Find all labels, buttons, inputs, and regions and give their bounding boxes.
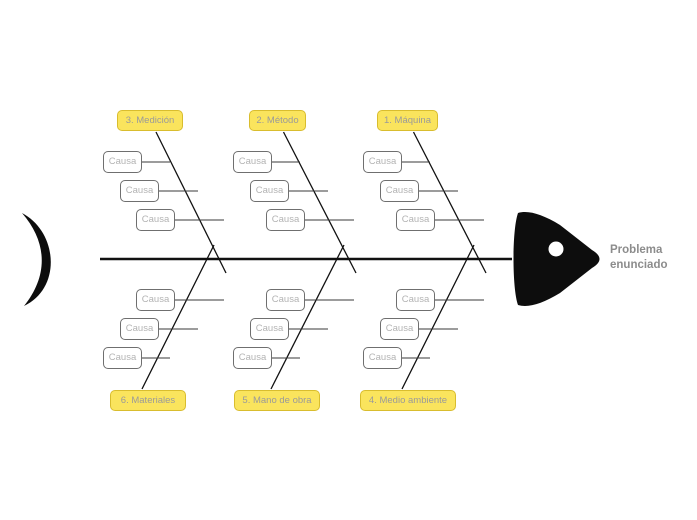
category-label: 3. Medición bbox=[125, 114, 175, 126]
bone-lines bbox=[141, 131, 487, 390]
category-label: 6. Materiales bbox=[120, 394, 176, 406]
cause-label: Causa bbox=[401, 294, 430, 306]
cause-box[interactable]: Causa bbox=[136, 209, 175, 231]
cause-box[interactable]: Causa bbox=[250, 318, 289, 340]
cause-label: Causa bbox=[401, 214, 430, 226]
cause-label: Causa bbox=[368, 352, 397, 364]
cause-label: Causa bbox=[238, 156, 267, 168]
rib-line bbox=[412, 131, 487, 274]
cause-label: Causa bbox=[385, 185, 414, 197]
category-label: 1. Máquina bbox=[384, 114, 432, 126]
cause-box[interactable]: Causa bbox=[103, 347, 142, 369]
category-box[interactable]: 1. Máquina bbox=[377, 110, 438, 131]
fish-eye-icon bbox=[548, 241, 564, 257]
cause-label: Causa bbox=[271, 294, 300, 306]
cause-box[interactable]: Causa bbox=[380, 180, 419, 202]
cause-label: Causa bbox=[271, 214, 300, 226]
cause-box[interactable]: Causa bbox=[120, 180, 159, 202]
rib-line bbox=[155, 131, 227, 274]
cause-box[interactable]: Causa bbox=[396, 209, 435, 231]
category-box[interactable]: 3. Medición bbox=[117, 110, 183, 131]
cause-box[interactable]: Causa bbox=[363, 347, 402, 369]
fish-tail-shape bbox=[22, 213, 51, 306]
cause-box[interactable]: Causa bbox=[396, 289, 435, 311]
cause-label: Causa bbox=[368, 156, 397, 168]
cause-label: Causa bbox=[255, 185, 284, 197]
category-label: 4. Medio ambiente bbox=[368, 394, 448, 406]
rib-line bbox=[282, 131, 357, 274]
fish-head-shape bbox=[513, 212, 600, 306]
cause-label: Causa bbox=[108, 352, 137, 364]
cause-label: Causa bbox=[108, 156, 137, 168]
cause-box[interactable]: Causa bbox=[380, 318, 419, 340]
cause-label: Causa bbox=[238, 352, 267, 364]
rib-line bbox=[270, 244, 345, 390]
cause-label: Causa bbox=[255, 323, 284, 335]
category-box[interactable]: 2. Método bbox=[249, 110, 306, 131]
category-box[interactable]: 5. Mano de obra bbox=[234, 390, 320, 411]
cause-box[interactable]: Causa bbox=[233, 151, 272, 173]
category-label: 5. Mano de obra bbox=[242, 394, 312, 406]
category-box[interactable]: 4. Medio ambiente bbox=[360, 390, 456, 411]
category-box[interactable]: 6. Materiales bbox=[110, 390, 186, 411]
cause-label: Causa bbox=[125, 323, 154, 335]
cause-label: Causa bbox=[125, 185, 154, 197]
cause-box[interactable]: Causa bbox=[233, 347, 272, 369]
cause-box[interactable]: Causa bbox=[136, 289, 175, 311]
cause-box[interactable]: Causa bbox=[250, 180, 289, 202]
cause-label: Causa bbox=[141, 294, 170, 306]
cause-box[interactable]: Causa bbox=[363, 151, 402, 173]
cause-box[interactable]: Causa bbox=[120, 318, 159, 340]
cause-box[interactable]: Causa bbox=[103, 151, 142, 173]
problem-statement-label: Problema enunciado bbox=[610, 244, 668, 271]
cause-box[interactable]: Causa bbox=[266, 209, 305, 231]
rib-line bbox=[141, 244, 215, 390]
cause-label: Causa bbox=[141, 214, 170, 226]
rib-line bbox=[401, 244, 475, 390]
cause-label: Causa bbox=[385, 323, 414, 335]
cause-box[interactable]: Causa bbox=[266, 289, 305, 311]
category-label: 2. Método bbox=[256, 114, 299, 126]
